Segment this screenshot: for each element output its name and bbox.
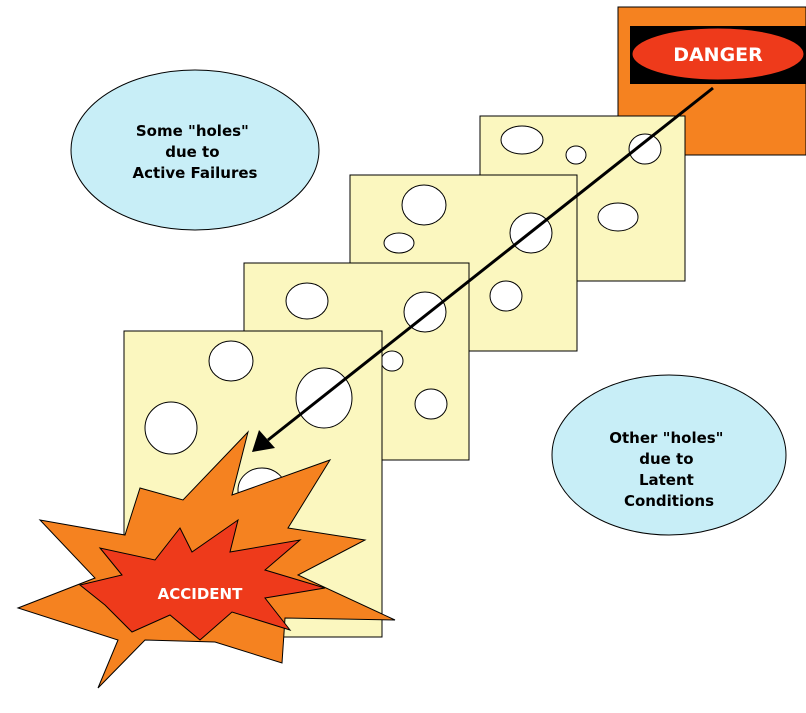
active-failures-line-3: Active Failures bbox=[133, 164, 258, 182]
hole bbox=[489, 280, 523, 312]
accident-burst-inner bbox=[78, 518, 326, 641]
latent-conditions-line-1: Other "holes" bbox=[609, 429, 723, 447]
active-failures-line-2: due to bbox=[165, 143, 219, 161]
hole bbox=[295, 367, 353, 429]
hole bbox=[597, 202, 639, 232]
hole bbox=[500, 125, 544, 155]
svg-text:Some "holes" due to: Some "holes" due to Active Failures bbox=[133, 122, 258, 182]
latent-conditions-line-2: due to bbox=[639, 450, 693, 468]
hole bbox=[628, 133, 662, 165]
latent-conditions-callout: Other "holes" due to Latent Conditions bbox=[551, 374, 787, 536]
accident-burst: ACCIDENT bbox=[16, 430, 396, 689]
danger-label: DANGER bbox=[673, 44, 763, 66]
hole bbox=[208, 340, 254, 382]
hole bbox=[380, 350, 404, 372]
danger-oval bbox=[631, 27, 805, 81]
active-failures-callout: Some "holes" due to Active Failures bbox=[70, 69, 320, 231]
hole bbox=[565, 145, 587, 165]
hole bbox=[144, 401, 198, 455]
accident-trajectory-arrow bbox=[252, 86, 714, 452]
active-failures-line-1: Some "holes" bbox=[136, 122, 249, 140]
hole bbox=[285, 282, 329, 320]
accident-label: ACCIDENT bbox=[158, 585, 243, 603]
latent-conditions-line-3: Latent bbox=[639, 471, 694, 489]
danger-box: DANGER bbox=[617, 6, 806, 156]
hole bbox=[401, 184, 447, 226]
hole bbox=[403, 291, 447, 333]
svg-text:Other "holes" due to: Other "holes" due to Latent Conditions bbox=[609, 429, 729, 510]
hole bbox=[414, 388, 448, 420]
hole bbox=[383, 232, 415, 254]
latent-conditions-line-4: Conditions bbox=[624, 492, 714, 510]
